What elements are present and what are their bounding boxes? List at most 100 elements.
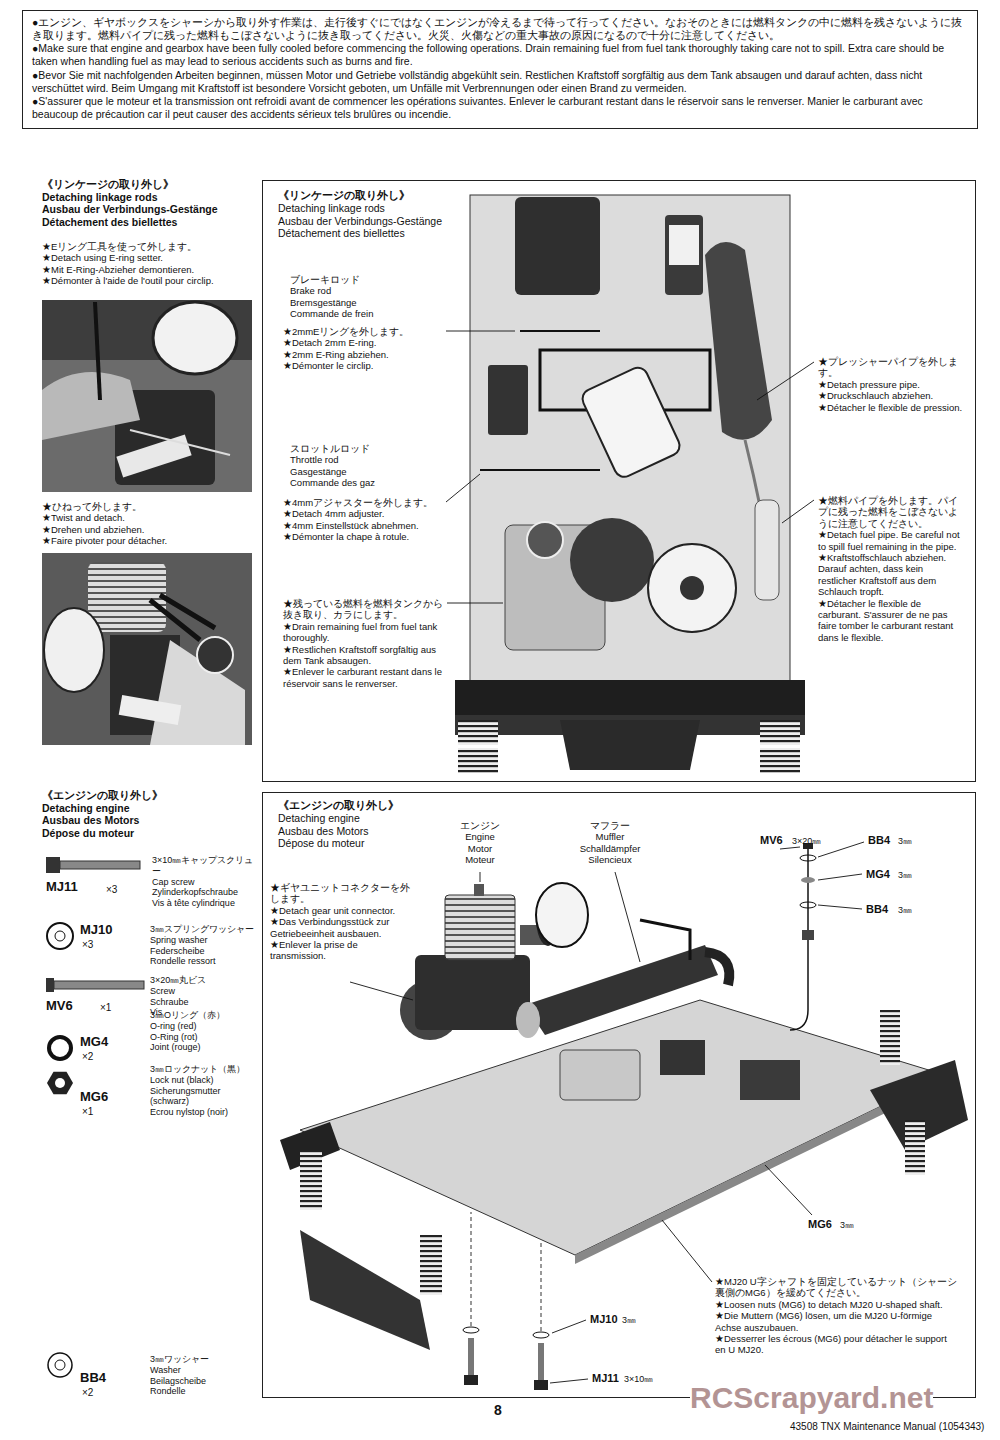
part-name-group: スロットルロッドThrottle rodGasgestängeCommande … [290,443,440,489]
chassis-top-view [680,576,704,600]
part-name: Schraube [150,997,260,1008]
section-heading: Dépose du moteur [42,827,260,840]
instruction-note-group: ★2mmEリングを外します。★Detach 2mm E-ring.★2mm E-… [283,326,441,372]
leader-line [818,874,862,880]
instruction-note: ★Démonter à l'aide de l'outil pour circl… [42,275,260,286]
part-name: Silencieux [570,854,650,865]
step-heading-translation: Ausbau der Verbindungs-Gestänge [278,215,960,228]
part-name-group: 3×10㎜キャップスクリューCap screwZylinderkopfschra… [152,855,262,909]
instruction-note: ★Enlever le carburant restant dans le ré… [283,666,443,689]
photo-twist [44,608,104,692]
photo-twist [42,553,252,745]
part-quantity-group: ×1 [100,1002,111,1014]
part-quantity: ×2 [82,1051,93,1063]
part-icons [46,857,144,1377]
chassis-perspective-view [807,846,809,1010]
instruction-note: ★ひねって外します。 [42,501,260,512]
instruction-note-group: ★Eリング工具を使って外します。★Detach using E-ring set… [42,241,260,287]
instruction-note: ★残っている燃料を燃料タンクから抜き取り、カラにします。 [283,598,443,621]
instruction-note: ★Restlichen Kraftstoff sorgfältig aus de… [283,644,443,667]
part-name: Beilagscheibe [150,1376,260,1387]
chassis-top-view [665,215,703,295]
part-code: MG6 [80,1089,108,1105]
instruction-note: ★Mit E-Ring-Abzieher demontieren. [42,264,260,275]
section-heading: Detaching engine [42,802,260,815]
chassis-perspective-view [420,1235,442,1295]
part-name: Gasgestänge [290,466,440,477]
instruction-note: ★Démonter le circlip. [283,360,441,371]
chassis-perspective-view [468,1338,474,1376]
instruction-note: ★Detach 4mm adjuster. [283,508,441,519]
chassis-top-view [527,522,563,558]
instruction-note: ★Loosen nuts (MG6) to detach MJ20 U-shap… [715,1299,960,1310]
part-code: MJ11 [592,1372,619,1385]
part-name: O-Ring (rot) [150,1032,260,1043]
instruction-note: ★Das Verbindungsstück zur Getriebeeinhei… [270,916,415,939]
leader-line [446,474,480,502]
leader-line [780,847,800,849]
part-size: 3㎜ [840,1220,854,1231]
part-code: MG6 [808,1218,832,1231]
part-name: Moteur [450,854,510,865]
chassis-top-view [515,197,600,295]
leader-line [818,842,864,857]
chassis-top-view [458,748,498,773]
part-icons [55,1360,65,1370]
chassis-top-view [470,195,790,690]
part-name: Vis à tête cylindrique [152,898,262,909]
photo-e-ring [153,302,237,374]
part-name: Zylinderkopfschraube [152,887,262,898]
instruction-note: ★Die Muttern (MG6) lösen, um die MJ20 U-… [715,1310,960,1333]
part-name: Motor [450,843,510,854]
section-heading: 《リンケージの取り外し》 [42,178,260,191]
part-code: MV6 [46,998,73,1014]
instruction-note-group: ★残っている燃料を燃料タンクから抜き取り、カラにします。★Drain remai… [283,598,443,689]
chassis-perspective-view [474,884,484,896]
leader-line [447,603,503,604]
instruction-note-group: ★ひねって外します。★Twist and detach.★Drehen und … [42,501,260,547]
chassis-top-view [520,330,600,332]
instruction-note: ★2mm E-Ring abziehen. [283,349,441,360]
part-name: ブレーキロッド [290,274,440,285]
part-code-group: MG6 [80,1089,108,1105]
part-code-group: MJ11 [46,879,78,895]
part-size: 3㎜ [898,905,912,916]
part-code: MV6 [760,834,783,847]
instruction-note: ★Enlever la prise de transmission. [270,939,415,962]
section-heading: Ausbau des Motors [42,814,260,827]
chassis-top-view [705,242,772,440]
instruction-note: ★Desserrer les écrous (MG6) pour détache… [715,1333,960,1356]
watermark-group: RCScrapyard.net [690,1380,933,1416]
part-name: Commande des gaz [290,477,440,488]
warning-text: ●Make sure that engine and gearbox have … [32,42,968,68]
footer-text: 43508 TNX Maintenance Manual (1054343) [790,1421,984,1433]
part-name: Lock nut (black) [150,1075,260,1086]
part-name: Rondelle [150,1386,260,1397]
instruction-note: ★Faire pivoter pour détacher. [42,535,260,546]
leader-line [550,1379,588,1383]
chassis-perspective-view [790,1010,808,1030]
part-code: MJ11 [46,879,78,895]
part-code-group: MJ10 [80,922,113,938]
part-size-group: 3㎜ [898,905,912,916]
part-name: Washer [150,1365,260,1376]
leader-line [446,331,515,332]
part-code: MJ10 [590,1313,618,1326]
step-heading: 《リンケージの取り外し》 [278,189,960,202]
photo-e-ring [116,434,191,477]
part-code-group: MV6 [46,998,73,1014]
part-quantity: ×2 [82,1387,93,1399]
page-number-group: 8 [494,1402,502,1419]
chassis-perspective-view [464,1375,478,1385]
chassis-perspective-view [560,1050,640,1100]
chassis-perspective-view [471,1212,472,1326]
chassis-top-view [455,195,805,773]
part-icons [46,978,54,992]
part-name-group: 3㎜ロックナット（黒）Lock nut (black)Sicherungsmut… [150,1064,260,1118]
instruction-note: ★Detach pressure pipe. [818,379,963,390]
part-name: 3×20㎜丸ビス [150,975,260,986]
part-name: Bremsgestänge [290,297,440,308]
instruction-note: ★Detach fuel pipe. Be careful not to spi… [818,529,963,552]
part-quantity-group: ×3 [106,884,117,896]
instruction-note-group: ★MJ20 U字シャフトを固定しているナット（シャーシ裏側のMG6）を緩めてくだ… [715,1276,960,1356]
